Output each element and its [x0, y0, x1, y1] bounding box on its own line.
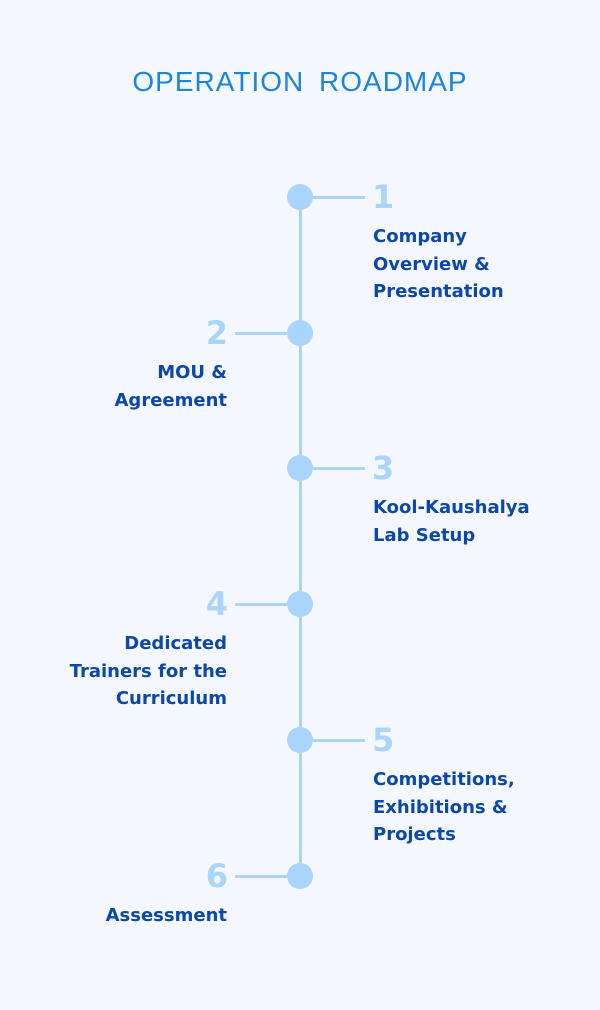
connector [313, 738, 365, 742]
timeline-line [298, 197, 302, 876]
step-number: 1 [372, 178, 395, 216]
step-number: 4 [205, 585, 228, 623]
timeline-dot [287, 184, 313, 210]
step-label: MOU & Agreement [114, 362, 228, 411]
step-label: Dedicated Trainers for the Curriculum [69, 633, 227, 709]
connector [235, 331, 287, 335]
connector [235, 602, 287, 606]
connector [313, 466, 365, 470]
step-label: Assessment [105, 905, 227, 926]
timeline-dot [287, 320, 313, 346]
connector [235, 874, 287, 878]
page-title: OPERATION ROADMAP [132, 66, 468, 97]
step-number: 6 [205, 857, 228, 895]
timeline-dot [287, 591, 313, 617]
step-number: 5 [372, 721, 395, 759]
timeline-dot [287, 727, 313, 753]
step-label: Company Overview & Presentation [373, 226, 504, 302]
step-label: Kool-Kaushalya Lab Setup [373, 497, 530, 546]
step-number: 3 [372, 449, 395, 487]
step-number: 2 [205, 314, 228, 352]
timeline-dot [287, 863, 313, 889]
timeline-dot [287, 455, 313, 481]
step-label: Competitions, Exhibitions & Projects [373, 769, 515, 845]
connector [313, 195, 365, 199]
